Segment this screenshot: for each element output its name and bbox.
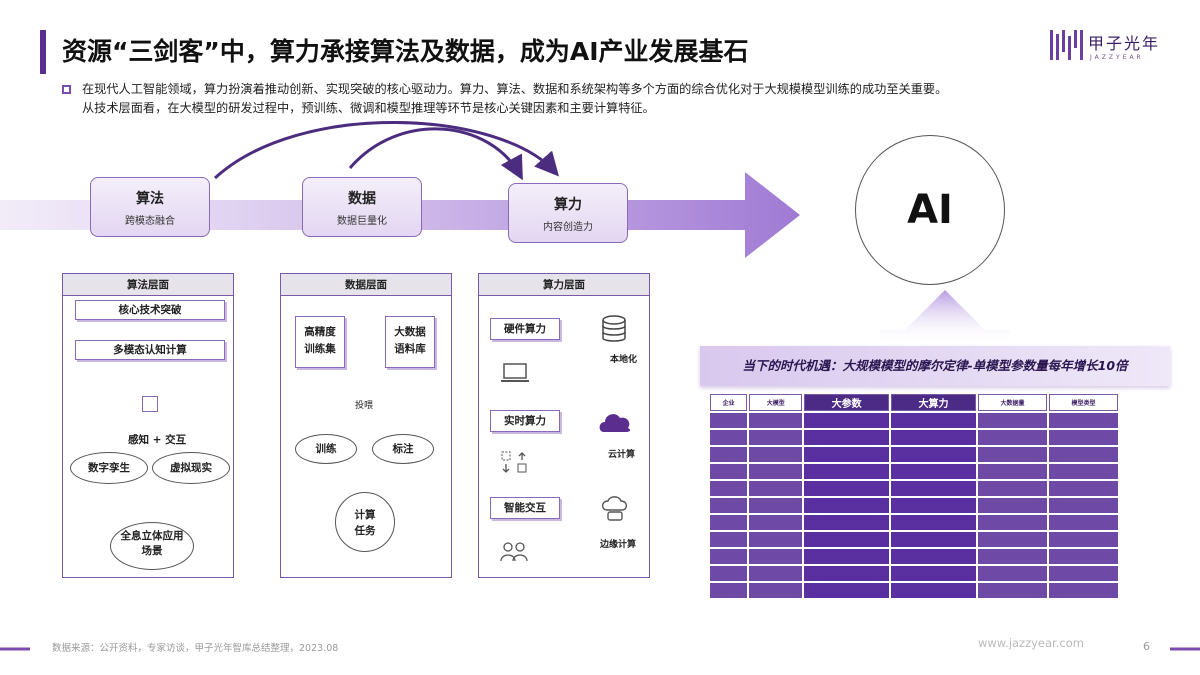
table-row — [710, 515, 1118, 530]
jazzyear-logo-icon — [1050, 30, 1083, 60]
table-header: 大算力 — [891, 394, 976, 411]
page-number: 6 — [1143, 640, 1150, 653]
compute-edge-label: 边缘计算 — [600, 540, 637, 550]
table-row — [710, 498, 1118, 513]
compute-hardware: 硬件算力 — [490, 318, 560, 340]
intro-line-1: 在现代人工智能领域，算力扮演着推动创新、实现突破的核心驱动力。算力、算法、数据和… — [82, 82, 948, 96]
table-header: 大数据量 — [977, 394, 1047, 411]
table-row — [710, 566, 1118, 581]
era-banner: 当下的时代机遇：大规模模型的摩尔定律-单模型参数量每年增长10倍 — [700, 346, 1170, 386]
intro-line-2: 从技术层面看，在大模型的研发过程中，预训练、微调和模型推理等环节是核心关键因素和… — [82, 101, 655, 115]
table-row — [710, 413, 1118, 428]
algo-sense-label: 感知 + 交互 — [128, 434, 187, 446]
step-subtitle: 内容创造力 — [543, 222, 593, 233]
table-row — [710, 430, 1118, 445]
title-accent-bar — [40, 30, 46, 74]
step-title: 数据 — [348, 191, 376, 207]
step-title: 算法 — [136, 191, 164, 207]
algo-multimodal: 多模态认知计算 — [75, 340, 225, 360]
step-subtitle: 跨模态融合 — [125, 216, 175, 227]
intro-bullet-icon — [62, 85, 71, 94]
logo-text-cn: 甲子光年 — [1088, 34, 1161, 53]
algo-interaction-icon — [142, 396, 158, 412]
compute-local-label: 本地化 — [610, 355, 638, 365]
step-algorithm: 算法 跨模态融合 — [90, 177, 210, 237]
data-feed-label: 投喂 — [353, 398, 376, 411]
footer-url[interactable]: www.jazzyear.com — [978, 636, 1084, 650]
data-corpus: 大数据语料库 — [385, 316, 435, 368]
table-header: 模型类型 — [1048, 394, 1118, 411]
algo-holo-scene: 全息立体应用场景 — [110, 522, 194, 570]
table-row — [710, 549, 1118, 564]
table-header: 企业 — [710, 394, 748, 411]
intro-paragraph: 在现代人工智能领域，算力扮演着推动创新、实现突破的核心驱动力。算力、算法、数据和… — [60, 80, 1180, 118]
table-header: 大模型 — [749, 394, 803, 411]
model-table: 企业 大模型 大参数 大算力 大数据量 模型类型 — [708, 392, 1120, 600]
table-row — [710, 464, 1118, 479]
data-compute-task: 计算任务 — [335, 492, 395, 552]
table-row — [710, 583, 1118, 598]
users-icon — [500, 542, 528, 562]
algo-core-tech: 核心技术突破 — [75, 300, 225, 320]
compute-smart: 智能交互 — [490, 497, 560, 519]
footer-source: 数据来源：公开资料，专家访谈，甲子光年智库总结整理，2023.08 — [52, 643, 339, 654]
transfer-icon — [501, 451, 527, 473]
panel-heading: 算法层面 — [63, 274, 233, 296]
data-label: 标注 — [372, 434, 434, 464]
data-train-set: 高精度训练集 — [295, 316, 345, 368]
table-row — [710, 447, 1118, 462]
compute-realtime: 实时算力 — [490, 410, 560, 432]
database-icon — [602, 315, 626, 342]
step-compute: 算力 内容创造力 — [508, 183, 628, 243]
cloud-icon — [599, 414, 631, 432]
table-header: 大参数 — [804, 394, 890, 411]
ai-circle: AI — [855, 135, 1005, 285]
compute-cloud-label: 云计算 — [608, 450, 636, 460]
panel-heading: 数据层面 — [281, 274, 451, 296]
table-row — [710, 532, 1118, 547]
page-title: 资源“三剑客”中，算力承接算法及数据，成为AI产业发展基石 — [62, 37, 749, 66]
algo-digital-twin: 数字孪生 — [70, 452, 148, 484]
edge-device-icon — [601, 496, 628, 521]
algo-vr: 虚拟现实 — [152, 452, 230, 484]
data-train: 训练 — [295, 434, 357, 464]
step-title: 算力 — [554, 197, 582, 213]
laptop-icon — [501, 363, 529, 382]
step-data: 数据 数据巨量化 — [302, 177, 422, 237]
panel-heading: 算力层面 — [479, 274, 649, 296]
table-row — [710, 481, 1118, 496]
step-subtitle: 数据巨量化 — [337, 216, 387, 227]
logo-text-en: JAZZYEAR — [1090, 54, 1144, 61]
